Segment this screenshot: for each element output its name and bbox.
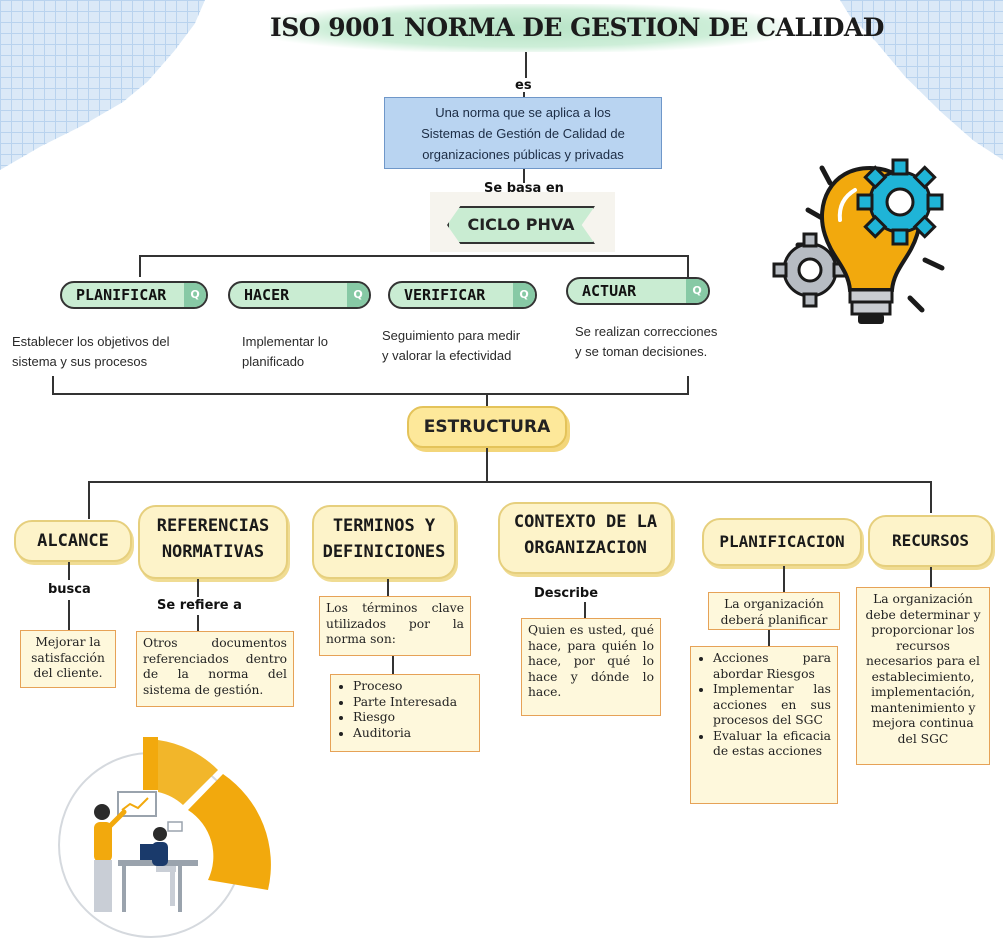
section-alcance: ALCANCE [14,520,132,562]
section-label: CONTEXTO DE LA [513,512,658,532]
connector-line [68,562,70,580]
note-contexto: Quien es usted, qué hace, para quién lo … [521,618,661,716]
pill-label: HACER [244,286,290,304]
section-label: ORGANIZACION [524,537,647,558]
estructura-bracket-left [52,376,54,394]
list-item: Evaluar la eficacia de estas acciones [713,729,831,760]
section-label: ALCANCE [37,531,109,551]
definition-box: Una norma que se aplica a los Sistemas d… [384,97,662,169]
pill-label: VERIFICAR [404,286,486,304]
pill-label: ACTUAR [582,282,637,300]
list-item: Acciones para abordar Riesgos [713,651,831,682]
section-label: DEFINICIONES [322,541,446,562]
desc-line: sistema y sus procesos [12,354,148,369]
connector-line [584,602,586,618]
pill-label: PLANIFICAR [76,286,167,304]
connector-line [197,579,199,597]
connector-line [486,393,488,407]
structure-bracket-top [88,481,931,483]
desc-line: Implementar lo [242,334,328,349]
note-referencias: Otros documentos referenciados dentro de… [136,631,294,707]
section-label: PLANIFICACION [719,532,845,551]
note-planificacion: La organización deberá planificar [708,592,840,630]
lightbulb-gears-icon [770,150,975,350]
list-item: Parte Interesada [353,695,473,711]
note-terminos-list: Proceso Parte Interesada Riesgo Auditori… [330,674,480,752]
definition-line: Sistemas de Gestión de Calidad de [421,126,625,141]
list-item: Implementar las acciones en sus procesos… [713,682,831,729]
connector-line [197,615,199,631]
connector-se-refiere: Se refiere a [157,598,242,613]
search-icon: Q [347,283,369,307]
desc-line: y se toman decisiones. [575,344,708,359]
note-alcance: Mejorar la satisfacción del cliente. [20,630,116,688]
pill-planificar: PLANIFICAR Q [60,281,208,309]
section-label: RECURSOS [891,531,970,550]
phva-desc-hacer: Implementar lo planificado [242,332,328,372]
section-planificacion: PLANIFICACION [702,518,862,566]
list-item: Proceso [353,679,473,695]
search-icon: Q [513,283,535,307]
desc-line: Se realizan correcciones [575,324,718,339]
section-referencias: REFERENCIAS NORMATIVAS [138,505,288,579]
connector-line [68,600,70,630]
phva-desc-actuar: Se realizan correcciones y se toman deci… [575,322,717,362]
section-label: REFERENCIAS [156,516,270,536]
phva-desc-verificar: Seguimiento para medir y valorar la efec… [382,326,520,366]
phva-bracket-drop [687,255,689,277]
estructura-label: ESTRUCTURA [407,406,567,448]
list-item: Auditoria [353,726,473,742]
page-title: ISO 9001 NORMA DE GESTION DE CALIDAD [270,4,884,52]
connector-line [392,656,394,674]
connector-line [523,92,525,98]
list-item: Riesgo [353,710,473,726]
pill-actuar: ACTUAR Q [566,277,710,305]
connector-describe: Describe [534,586,599,601]
structure-drop [88,481,90,519]
desc-line: planificado [242,354,305,369]
connector-busca: busca [48,582,91,597]
estructura-bracket-bottom [52,393,689,395]
connector-line [387,579,389,597]
search-icon: Q [184,283,206,307]
note-recursos: La organización debe determinar y propor… [856,587,990,765]
grid-corner-left [0,0,205,170]
note-planificacion-list: Acciones para abordar Riesgos Implementa… [690,646,838,804]
section-label: TERMINOS Y [332,516,436,536]
section-terminos: TERMINOS Y DEFINICIONES [312,505,456,579]
search-icon: Q [686,279,708,303]
desc-line: Seguimiento para medir [382,328,521,343]
connector-line [525,52,527,78]
pill-verificar: VERIFICAR Q [388,281,537,309]
phva-bracket-top [139,255,689,257]
structure-drop [930,481,932,513]
people-chart-illustration-icon [58,730,283,945]
definition-line: Una norma que se aplica a los [435,105,611,120]
connector-line [783,566,785,592]
desc-line: Establecer los objetivos del [12,334,170,349]
connector-line [523,169,525,183]
phva-bracket-drop [139,255,141,277]
connector-line [930,567,932,587]
section-contexto: CONTEXTO DE LA ORGANIZACION [498,502,673,574]
phva-desc-planificar: Establecer los objetivos del sistema y s… [12,332,170,372]
desc-line: y valorar la efectividad [382,348,512,363]
cycle-phva-banner: CICLO PHVA [447,206,595,244]
connector-es: es [515,78,532,93]
pill-hacer: HACER Q [228,281,371,309]
connector-line [486,448,488,482]
section-label: NORMATIVAS [161,541,265,562]
definition-line: organizaciones públicas y privadas [422,147,624,162]
section-recursos: RECURSOS [868,515,993,567]
connector-line [768,630,770,646]
note-terminos: Los términos clave utilizados por la nor… [319,596,471,656]
estructura-bracket-right [687,376,689,394]
